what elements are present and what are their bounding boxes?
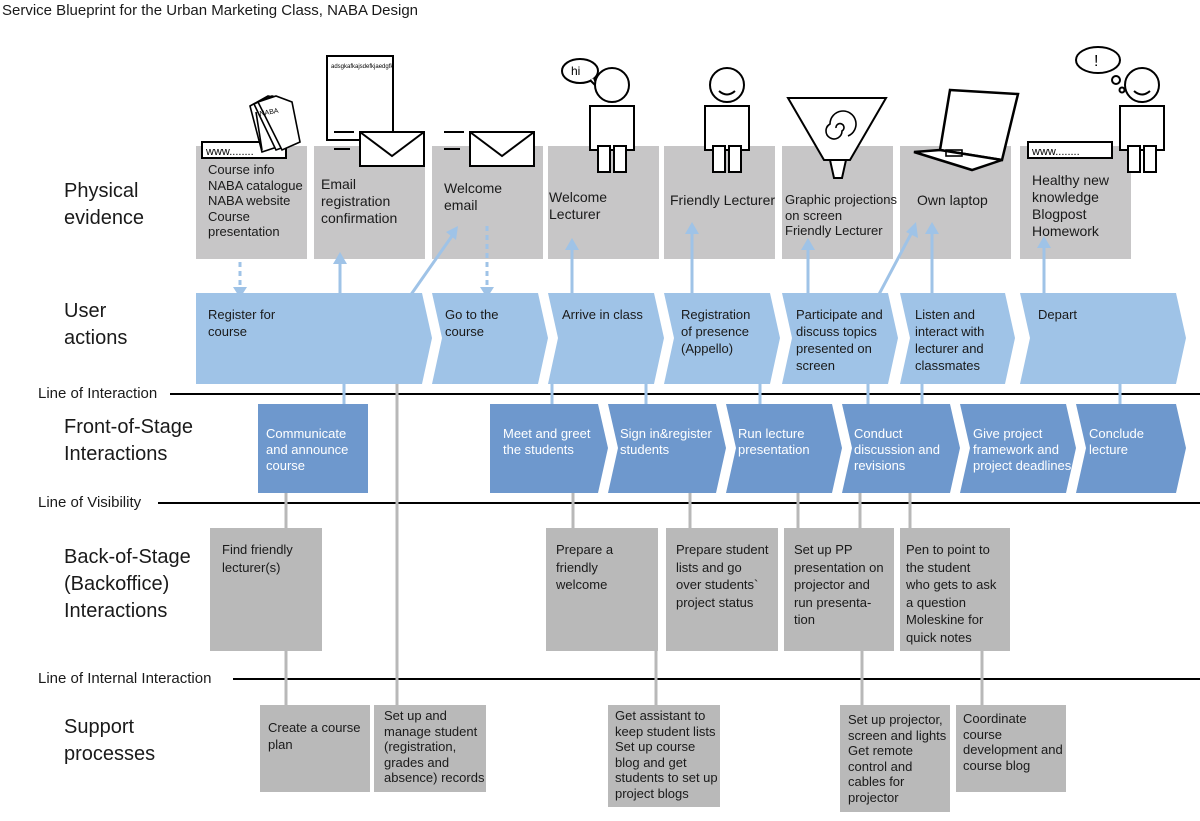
back-pen-point: Pen to point to the student who gets to …: [906, 542, 997, 645]
evidence-friendly-lecturer: Friendly Lecturer: [670, 192, 776, 208]
gray-connectors: [284, 384, 984, 705]
speech-text: hi: [571, 64, 580, 78]
envelope-icon: [334, 131, 425, 167]
lane-user-actions: User actions: [64, 300, 128, 349]
action-register: Register for course: [208, 307, 276, 339]
back-stage-boxes: [210, 528, 1010, 651]
line-of-visibility-label: Line of Visibility: [38, 494, 142, 511]
support-student-records: Set up and manage student (registration,…: [384, 708, 485, 785]
front-stage-shapes: [258, 404, 1186, 493]
projector-icon: [786, 97, 888, 179]
user-action-shapes: [196, 293, 1186, 384]
support-coordinate-blog: Coordinate course development and course…: [963, 711, 1063, 773]
back-find-lecturer: Find friendly lecturer(s): [222, 542, 293, 575]
evidence-email-confirmation: Email registration confirmation: [321, 176, 398, 226]
back-setup-pp: Set up PP presentation on projector and …: [794, 542, 884, 627]
envelope-icon: [444, 131, 535, 167]
front-sign-in: Sign in&register students: [620, 426, 712, 457]
support-assistant-blog: Get assistant to keep student lists Set …: [615, 708, 718, 801]
browser-icon: www........: [1027, 141, 1113, 159]
support-boxes: [260, 705, 1066, 812]
action-listen: Listen and interact with lecturer and cl…: [915, 307, 985, 373]
evidence-healthy-knowledge: Healthy new knowledge Blogpost Homework: [1032, 172, 1110, 239]
support-projector-setup: Set up projector, screen and lights Get …: [848, 712, 947, 805]
lane-back-stage: Back-of-Stage (Backoffice) Interactions: [64, 546, 191, 622]
letter-text: adsgkafkajsdefkjaedgfk: [331, 64, 394, 70]
evidence-course-info: Course info NABA catalogue NABA website …: [208, 162, 303, 239]
back-prepare-lists: Prepare student lists and go over studen…: [676, 542, 769, 610]
speech-bubble-icon: hi: [561, 58, 599, 89]
front-conclude: Conclude lecture: [1089, 426, 1144, 457]
connectors: [233, 222, 1122, 404]
action-registration-presence: Registration of presence (Appello): [681, 307, 751, 356]
thought-bubble-icon: !: [1075, 46, 1126, 94]
browser-url-text: www........: [205, 146, 254, 158]
line-of-internal-interaction-label: Line of Internal Interaction: [38, 670, 212, 687]
lane-front-stage: Front-of-Stage Interactions: [64, 416, 193, 465]
evidence-own-laptop: Own laptop: [917, 192, 988, 208]
front-run-lecture: Run lecture presentation: [738, 426, 810, 457]
thought-mark: !: [1094, 53, 1098, 70]
front-conduct-discussion: Conduct discussion and revisions: [854, 426, 940, 473]
letter-icon: adsgkafkajsdefkjaedgfk: [326, 55, 394, 141]
front-meet-greet: Meet and greet the students: [503, 426, 591, 457]
action-arrive: Arrive in class: [562, 307, 643, 322]
back-prepare-welcome: Prepare a friendly welcome: [556, 542, 614, 592]
person-icon: [704, 67, 750, 173]
laptop-icon: [913, 88, 1020, 172]
front-communicate: Communicate and announce course: [266, 426, 349, 473]
brochure-label: NABA: [259, 108, 279, 118]
action-participate: Participate and discuss topics presented…: [796, 307, 883, 373]
action-go-to-course: Go to the course: [445, 307, 499, 339]
evidence-graphic-projections: Graphic projections on screen Friendly L…: [785, 192, 897, 238]
diagram-title: Service Blueprint for the Urban Marketin…: [2, 2, 419, 19]
evidence-welcome-email: Welcome email: [444, 180, 503, 213]
action-depart: Depart: [1038, 307, 1078, 322]
front-give-framework: Give project framework and project deadl…: [973, 426, 1072, 473]
support-course-plan: Create a course plan: [268, 720, 361, 752]
evidence-welcome-lecturer: Welcome Lecturer: [549, 189, 608, 222]
browser-url-text: www........: [1031, 146, 1080, 158]
person-icon: [589, 67, 635, 173]
person-icon: [1119, 67, 1165, 173]
line-of-interaction-label: Line of Interaction: [38, 385, 158, 402]
lane-physical-evidence: Physical evidence: [64, 180, 145, 229]
brochure-icon: NABA: [249, 95, 301, 154]
lane-support-processes: Support processes: [64, 716, 156, 765]
